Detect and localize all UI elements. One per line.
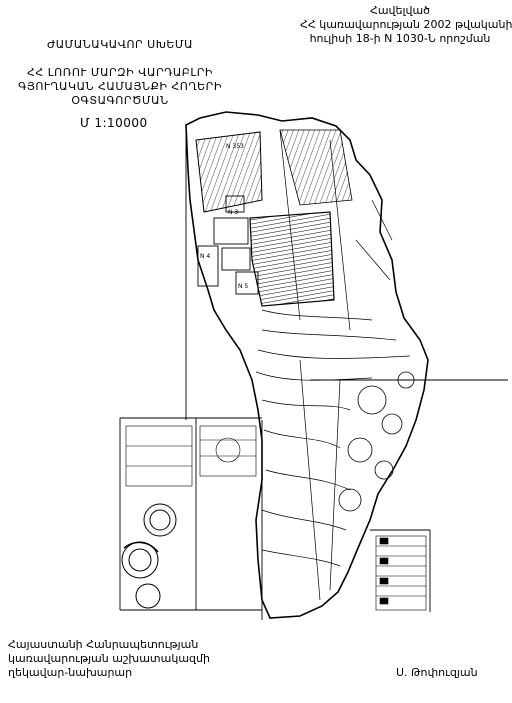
northern-strips bbox=[195, 131, 263, 213]
plot-label: N 3 bbox=[228, 209, 238, 216]
parcel-lines bbox=[255, 129, 411, 601]
plot-label: N 4 bbox=[200, 253, 210, 260]
signatory-name: Ս. Թոփուզյան bbox=[396, 666, 478, 679]
seal-1 bbox=[143, 503, 177, 537]
legend-table bbox=[125, 425, 257, 487]
arable-land-block bbox=[249, 211, 335, 307]
sheet-frame bbox=[119, 125, 508, 620]
annex-line: հուլիսի 18-ի N 1030-Ն որոշման bbox=[309, 32, 491, 45]
plot-label: N 5 bbox=[238, 283, 248, 290]
settlement-parcels bbox=[197, 195, 259, 295]
forest-areas bbox=[338, 371, 415, 512]
map-scale: Մ 1:10000 bbox=[80, 116, 148, 130]
map-title: ԺԱՄԱՆԱԿԱՎՈՐ ՍԽԵՄԱ ՀՀ ԼՈՌՈՒ ՄԱՐԶԻ ՎԱՐԴԱԲԼ… bbox=[10, 38, 230, 108]
title-line: ԳՅՈՒՂԱԿԱՆ ՀԱՄԱՅՆՔԻ ՀՈՂԵՐԻ bbox=[18, 80, 222, 93]
seal-3 bbox=[135, 583, 161, 609]
annex-note: Հավելված ՀՀ կառավարության 2002 թվականի հ… bbox=[300, 4, 512, 46]
plot-label-group: N 353 N 3 N 4 N 5 bbox=[200, 143, 248, 290]
title-line: ԺԱՄԱՆԱԿԱՎՈՐ ՍԽԵՄԱ bbox=[46, 38, 194, 51]
title-line: ՀՀ ԼՈՌՈՒ ՄԱՐԶԻ ՎԱՐԴԱԲԼՐԻ bbox=[27, 66, 213, 79]
annex-line: Հավելված bbox=[369, 4, 431, 17]
signatory-office: Հայաստանի Հանրապետության կառավարության ա… bbox=[8, 638, 210, 680]
annex-line: ՀՀ կառավարության 2002 թվականի bbox=[300, 18, 512, 31]
eastern-parcels bbox=[279, 129, 353, 206]
plot-label: N 353 bbox=[226, 143, 244, 150]
title-line: ՕԳՏԱԳՈՐԾՄԱՆ bbox=[71, 94, 169, 107]
office-line: կառավարության աշխատակազմի bbox=[8, 652, 210, 665]
community-boundary bbox=[185, 111, 429, 619]
official-seals bbox=[121, 503, 177, 609]
right-legend bbox=[375, 535, 427, 611]
office-line: Հայաստանի Հանրապետության bbox=[8, 638, 199, 651]
office-line: ղեկավար-նախարար bbox=[8, 666, 133, 679]
